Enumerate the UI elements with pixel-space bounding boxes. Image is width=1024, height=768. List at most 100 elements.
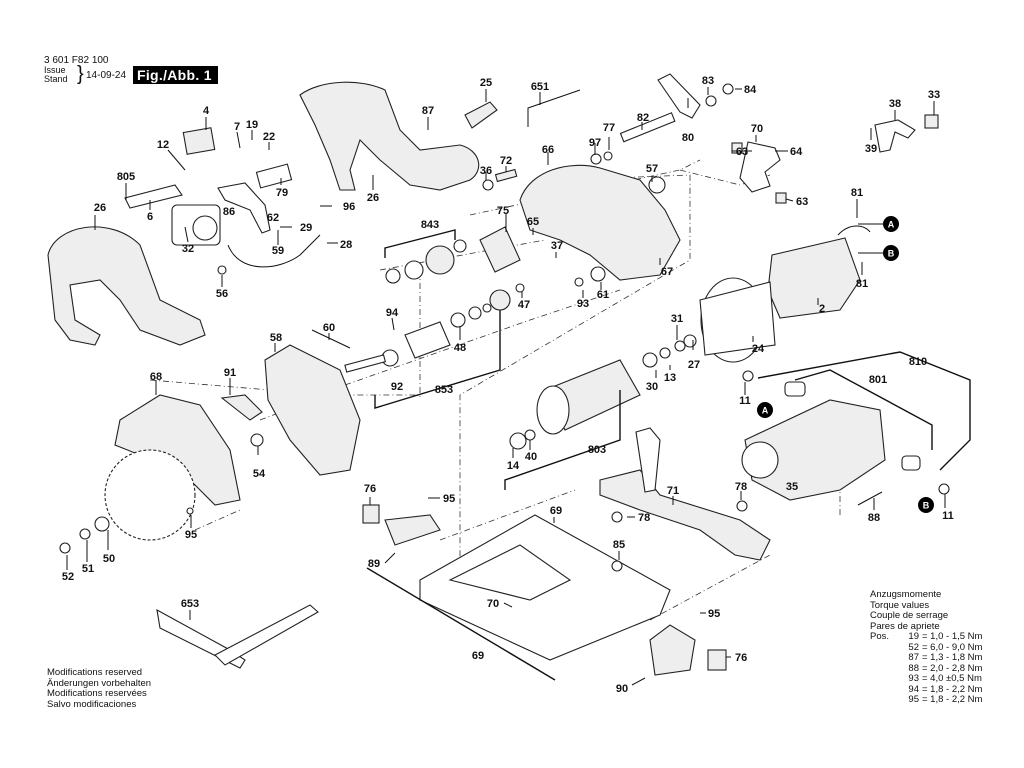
bearing-part <box>509 432 527 450</box>
part-label: 95 <box>708 608 720 620</box>
leader-lines <box>66 87 946 686</box>
torque-value: = 1,0 - 1,5 Nm <box>922 631 983 642</box>
o-ring-part <box>648 176 666 194</box>
modifications-line: Änderungen vorbehalten <box>47 677 152 689</box>
spindle-housing-part <box>404 321 451 359</box>
part-label: 26 <box>94 202 106 214</box>
torque-value: = 2,0 - 2,8 Nm <box>922 662 983 674</box>
part-label: 94 <box>386 307 399 319</box>
torque-value: = 1,8 - 2,2 Nm <box>922 694 983 705</box>
part-label: 59 <box>272 245 284 257</box>
bushing-part <box>590 266 606 282</box>
part-label: 14 <box>507 460 520 472</box>
part-label: 77 <box>603 122 615 134</box>
part-label: 83 <box>702 75 714 87</box>
stand-label: Stand <box>44 74 68 84</box>
lever-part <box>657 73 701 119</box>
connector-b-marker <box>883 245 899 261</box>
part-label: 653 <box>181 598 199 610</box>
knob-part <box>707 649 727 671</box>
washer-part <box>79 528 91 540</box>
part-label: 37 <box>551 240 563 252</box>
part-label: 80 <box>682 132 694 144</box>
part-label: 36 <box>480 165 492 177</box>
bracket-part <box>384 514 441 546</box>
part-label: 81 <box>851 187 863 199</box>
nut-part <box>705 95 717 107</box>
torque-title: Couple de serrage <box>870 610 949 621</box>
gear-part <box>425 245 455 275</box>
connector-b-marker <box>918 497 934 513</box>
screw-part <box>59 542 71 554</box>
part-label: 60 <box>323 322 335 334</box>
guide-ruler-part <box>214 604 319 666</box>
part-label: 12 <box>157 139 169 151</box>
part-label: 68 <box>150 371 162 383</box>
connector-a-marker <box>757 402 773 418</box>
connector-a-label: A <box>762 406 769 416</box>
pos-label: Pos. <box>870 631 890 642</box>
screw-part <box>611 511 623 523</box>
torque-row: 94= 1,8 - 2,2 Nm <box>870 683 983 696</box>
part-label: 72 <box>500 155 512 167</box>
plate-part <box>524 429 536 441</box>
part-label: 79 <box>276 187 288 199</box>
connector-b-label: B <box>888 249 895 259</box>
washer-part <box>590 153 602 165</box>
modifications-note: Modifications reserved Änderungen vorbeh… <box>47 667 152 710</box>
part-label: 801 <box>869 374 887 386</box>
group-bracket-69 <box>366 567 556 681</box>
part-label: 69 <box>550 505 562 517</box>
screw-part <box>574 277 584 287</box>
part-label: 57 <box>646 163 658 175</box>
lock-lever-part <box>874 119 916 153</box>
part-label: 31 <box>671 313 683 325</box>
part-label: 33 <box>928 89 940 101</box>
part-label: 63 <box>736 146 748 158</box>
part-label: 81 <box>856 278 868 290</box>
part-label: 29 <box>300 222 312 234</box>
connector-b-bottom: B <box>918 497 934 513</box>
washer-part <box>603 151 613 161</box>
rail-arm-part <box>635 427 661 493</box>
part-label: 61 <box>597 289 609 301</box>
connector-b-label: B <box>923 501 930 511</box>
axis-line <box>194 509 241 531</box>
brush-holder-part <box>784 381 806 397</box>
torque-pos: 52 <box>908 641 919 653</box>
torque-value: = 1,8 - 2,2 Nm <box>922 683 983 695</box>
torque-row: 87= 1,3 - 1,8 Nm <box>870 652 982 664</box>
torque-title: Pares de apriete <box>870 620 940 632</box>
torque-pos: 93 <box>908 673 919 684</box>
connector-a-top: A <box>883 216 899 232</box>
part-label: 853 <box>435 384 453 396</box>
cap-part <box>742 370 754 382</box>
screw-part <box>857 491 883 506</box>
brush-part <box>775 192 787 204</box>
part-label: 52 <box>62 571 74 583</box>
group-bracket-843 <box>384 229 456 258</box>
torque-row: 93= 4,0 ±0,5 Nm <box>870 673 982 685</box>
part-label: 11 <box>942 510 954 522</box>
part-label: 32 <box>182 243 194 255</box>
part-label: 92 <box>391 381 403 393</box>
connector-a-label: A <box>888 220 895 230</box>
part-label: 97 <box>589 137 601 149</box>
bearing-part <box>385 268 401 284</box>
torque-title: Anzugsmomente <box>870 589 942 600</box>
torque-value: = 4,0 ±0,5 Nm <box>922 673 982 684</box>
part-label: 4 <box>203 105 210 117</box>
electronics-module-dial <box>192 215 218 241</box>
part-label: 95 <box>185 529 197 541</box>
part-label: 63 <box>796 196 808 208</box>
part-label: 84 <box>744 84 757 96</box>
torque-value: = 6,0 - 9,0 Nm <box>922 641 983 653</box>
fan-part <box>536 385 570 435</box>
part-label: 25 <box>480 77 492 89</box>
screw-part <box>186 507 194 515</box>
base-plate-cutout <box>448 544 572 601</box>
modifications-line: Modifications reserved <box>47 667 143 678</box>
torque-pos: 87 <box>908 652 919 663</box>
part-label: 805 <box>117 171 135 183</box>
